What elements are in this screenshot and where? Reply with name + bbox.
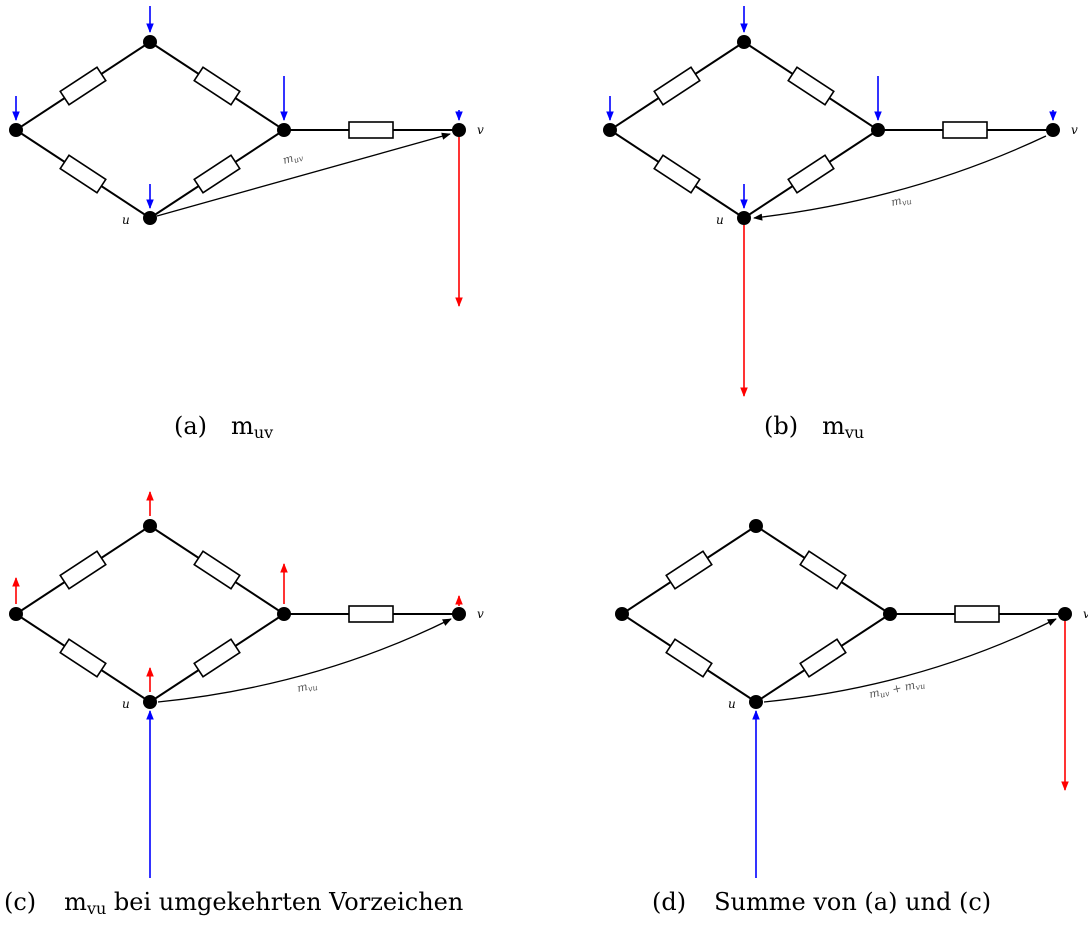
panel-b-measure-arrow: [753, 135, 1047, 221]
panel-d: muv + mvu u v (d)Summe von (a) und (c): [614, 518, 1088, 916]
panel-c-measure-label: mvu: [296, 678, 319, 696]
network-a: [8, 34, 467, 226]
panel-b-blue-arrows: [606, 6, 1057, 209]
panel-b: mvu u v (b)mvu: [602, 6, 1078, 442]
caption-b: (b)mvu: [764, 412, 864, 442]
panel-a: muv u v (a)muv: [8, 6, 484, 442]
network-c: [8, 518, 467, 710]
panel-a-blue-arrows: [12, 6, 463, 209]
caption-c: (c)mvu bei umgekehrten Vorzeichen: [4, 888, 463, 918]
panel-a-measure-label: muv: [281, 149, 305, 168]
network-b: [602, 34, 1061, 226]
panel-c-red-arrows: [12, 491, 463, 692]
panel-c-measure-arrow: [157, 618, 452, 703]
node-label-v-a: v: [477, 123, 484, 137]
node-label-u-b: u: [716, 213, 724, 227]
node-label-u-c: u: [122, 697, 130, 711]
node-label-u-a: u: [122, 213, 130, 227]
node-label-u-d: u: [728, 697, 736, 711]
panel-d-measure-arrow: [763, 618, 1057, 703]
network-d: [614, 518, 1073, 710]
panel-d-measure-label: muv + mvu: [868, 676, 926, 701]
node-label-v-b: v: [1071, 123, 1078, 137]
caption-a: (a)muv: [174, 412, 273, 442]
panel-c: mvu u v (c)mvu bei umgekehrten Vorzeiche…: [4, 491, 484, 918]
node-label-v-d: v: [1083, 607, 1088, 621]
node-label-v-c: v: [477, 607, 484, 621]
panel-a-measure-arrow: [156, 132, 451, 217]
caption-d: (d)Summe von (a) und (c): [652, 888, 991, 916]
panel-b-measure-label: mvu: [890, 192, 913, 210]
